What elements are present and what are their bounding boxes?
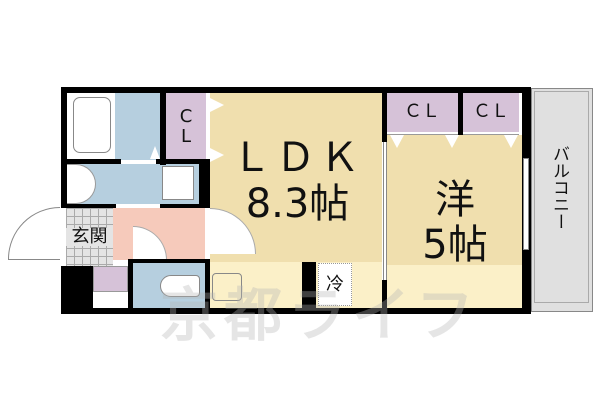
washing-machine-icon <box>162 166 194 200</box>
balcony-label: バルコニー <box>549 145 569 230</box>
fridge-space <box>318 263 352 306</box>
western-size: 5帖 <box>422 222 488 268</box>
balcony <box>531 88 593 312</box>
front-door-line <box>8 259 60 260</box>
entrance-label: 玄関 <box>66 228 113 246</box>
watermark: 京都ライフ <box>160 281 481 349</box>
closet-door-marker <box>504 135 518 148</box>
wall-toilet-top <box>128 259 210 263</box>
ldk-label: ＬＤＫ <box>231 135 364 181</box>
kitchen-counter-wall <box>302 262 316 308</box>
closet-shelf-line <box>386 132 519 135</box>
wall-ldk-western-bottom <box>382 280 387 314</box>
wall-wash-bottom-2 <box>160 204 210 208</box>
wall-toilet-left <box>128 259 133 314</box>
fridge-label: 冷 <box>326 274 344 295</box>
bathtub-icon <box>73 97 111 153</box>
kitchen-strip <box>210 262 382 310</box>
closet-right-1-label: ＣＬ <box>404 101 440 122</box>
wall-toilet-right <box>205 262 210 312</box>
wall-bath-bottom <box>61 159 121 164</box>
closet-left-label-1: C <box>179 106 193 127</box>
wall-closet-ldk <box>199 164 210 204</box>
front-door-swing <box>8 207 60 259</box>
toilet-icon <box>160 275 200 297</box>
closet-right-2-label: ＣＬ <box>473 101 509 122</box>
bath-door-marker <box>150 146 160 159</box>
closet-door-marker <box>445 135 459 148</box>
sliding-door[interactable] <box>383 142 387 280</box>
wall-wash-bottom <box>61 204 116 208</box>
wall-left-upper <box>61 87 67 208</box>
closet-left-label-2: L <box>180 126 192 147</box>
wall-bottom <box>61 308 531 314</box>
closet-right-1 <box>386 92 458 132</box>
wall-right-window[interactable] <box>523 158 529 250</box>
closet-door-marker <box>210 98 224 112</box>
western-label: 洋 <box>435 177 475 223</box>
balcony-inner-border <box>534 91 589 303</box>
closet-door-marker <box>390 135 404 148</box>
wall-bath-closet <box>160 87 166 165</box>
closet-right-2 <box>463 92 519 132</box>
closet-left <box>166 92 206 164</box>
shoe-cabinet <box>93 266 128 292</box>
western-room-strip <box>385 265 527 310</box>
closet-door-marker <box>210 148 224 162</box>
kitchen-sink-icon <box>212 273 242 301</box>
wall-bath-bottom-2 <box>156 159 210 164</box>
ldk-size: 8.3帖 <box>245 181 350 227</box>
wall-ldk-western-top <box>382 87 387 142</box>
wall-top <box>61 87 531 93</box>
wall-entrance-block <box>61 266 93 314</box>
wall-closet-divider <box>458 87 463 135</box>
